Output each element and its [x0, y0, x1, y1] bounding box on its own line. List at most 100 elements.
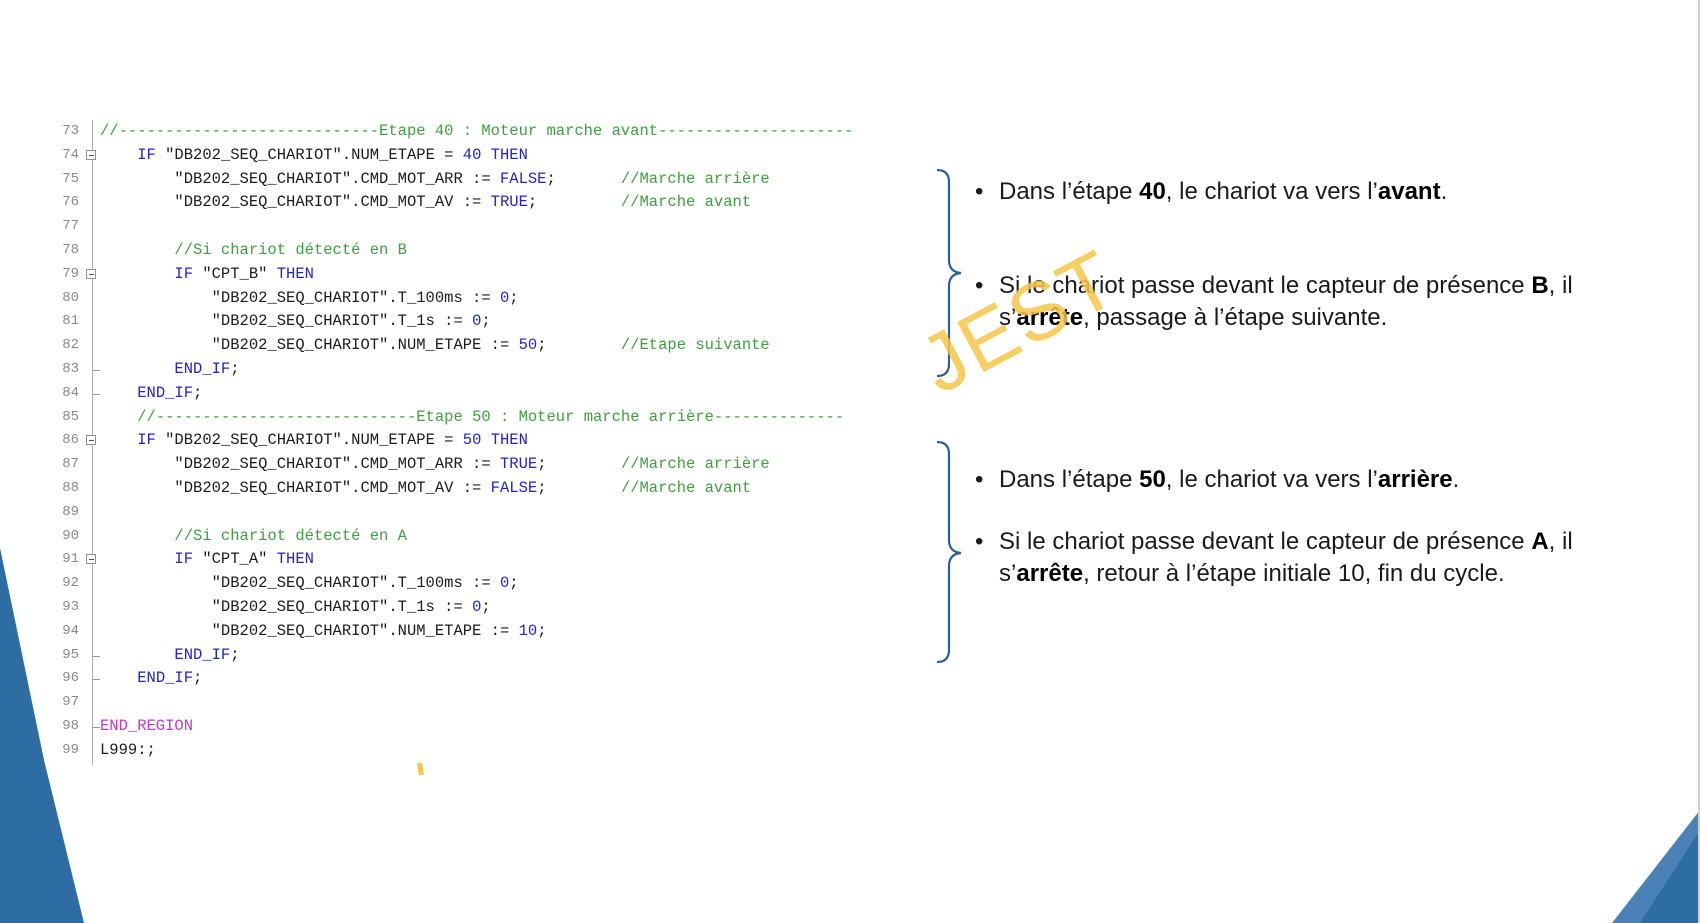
- line-number: 73: [62, 123, 79, 139]
- fold-end-marker: [92, 358, 100, 371]
- line-number: 98: [62, 718, 79, 734]
- line-number: 78: [62, 242, 79, 258]
- bullet-run: .: [1452, 466, 1460, 493]
- code-token: [100, 384, 137, 402]
- code-token: IF: [174, 264, 194, 283]
- code-token: FALSE: [490, 479, 538, 497]
- code-token: "DB202_SEQ_CHARIOT".T_100ms :=: [100, 574, 500, 593]
- code-token: 0: [472, 312, 482, 331]
- code-text: END_IF;: [100, 667, 202, 691]
- line-number: 82: [62, 337, 79, 354]
- bullet-run: , passage à l’étape suivante.: [1083, 304, 1388, 331]
- code-line: 74 IF "DB202_SEQ_CHARIOT".NUM_ETAPE = 40…: [45, 144, 925, 168]
- code-line: 87 "DB202_SEQ_CHARIOT".CMD_MOT_ARR := TR…: [45, 453, 925, 477]
- code-token: ;: [546, 169, 621, 188]
- code-token: "DB202_SEQ_CHARIOT".CMD_MOT_AV :=: [100, 193, 491, 212]
- bullet-glyph: •: [975, 178, 984, 205]
- code-token: "DB202_SEQ_CHARIOT".NUM_ETAPE =: [155, 431, 463, 450]
- fold-end-marker: [92, 715, 100, 728]
- line-number: 83: [62, 361, 79, 377]
- bullet-emphasis: arrête: [1016, 304, 1084, 331]
- code-token: "DB202_SEQ_CHARIOT".NUM_ETAPE :=: [100, 621, 519, 640]
- code-text: "DB202_SEQ_CHARIOT".NUM_ETAPE := 10;: [100, 620, 547, 644]
- code-token: "DB202_SEQ_CHARIOT".NUM_ETAPE :=: [100, 336, 519, 355]
- code-token: 0: [499, 574, 510, 593]
- bullet-text: Dans l’étape 40, le chariot va vers l’av…: [999, 176, 1659, 208]
- fold-toggle-icon[interactable]: [86, 435, 96, 446]
- bullet-emphasis: A: [1531, 528, 1549, 555]
- line-number: 91: [62, 551, 79, 568]
- code-line: 81 "DB202_SEQ_CHARIOT".T_1s := 0;: [45, 310, 925, 334]
- code-token: [100, 265, 174, 283]
- code-token: "DB202_SEQ_CHARIOT".T_1s :=: [100, 312, 473, 331]
- code-text: END_REGION: [100, 715, 193, 739]
- code-token: THEN: [276, 550, 314, 569]
- line-number: 79: [62, 265, 79, 282]
- code-token: END_IF: [174, 645, 231, 664]
- code-text: //Si chariot détecté en A: [100, 525, 407, 549]
- line-number: 84: [62, 384, 79, 401]
- line-number: 88: [62, 480, 79, 496]
- code-token: //Si chariot détecté en B: [174, 241, 407, 259]
- code-line: 92 "DB202_SEQ_CHARIOT".T_100ms := 0;: [45, 572, 925, 596]
- bullet-run: , il s’: [999, 272, 1573, 331]
- line-number: 93: [62, 599, 79, 615]
- code-token: //Marche avant: [620, 479, 752, 497]
- fold-toggle-icon[interactable]: [86, 149, 96, 160]
- fold-end-marker: [92, 667, 100, 681]
- fold-toggle-icon[interactable]: [86, 268, 96, 279]
- code-text: "DB202_SEQ_CHARIOT".T_1s := 0;: [100, 596, 491, 620]
- line-number: 80: [62, 289, 79, 306]
- line-number: 90: [62, 527, 79, 544]
- code-line: 94 "DB202_SEQ_CHARIOT".NUM_ETAPE := 10;: [45, 620, 925, 644]
- code-token: ;: [230, 360, 240, 378]
- code-token: 0: [499, 288, 510, 307]
- code-text: "DB202_SEQ_CHARIOT".T_100ms := 0;: [100, 287, 519, 311]
- bullet-run: Si le chariot passe devant le capteur de…: [999, 272, 1532, 299]
- code-token: THEN: [276, 264, 314, 283]
- code-token: [100, 646, 174, 664]
- bullet-text: Dans l’étape 50, le chariot va vers l’ar…: [999, 464, 1659, 496]
- fold-end-marker: [92, 382, 100, 395]
- code-token: 0: [472, 598, 482, 616]
- line-number: 96: [62, 670, 79, 687]
- code-line: 80 "DB202_SEQ_CHARIOT".T_100ms := 0;: [45, 287, 925, 311]
- fold-toggle-icon[interactable]: [86, 554, 96, 565]
- bullet-emphasis: arrière: [1377, 466, 1453, 493]
- code-line: 82 "DB202_SEQ_CHARIOT".NUM_ETAPE := 50; …: [45, 334, 925, 358]
- code-line: 93 "DB202_SEQ_CHARIOT".T_1s := 0;: [45, 596, 925, 620]
- code-token: ;: [193, 669, 203, 688]
- bullet-text: Si le chariot passe devant le capteur de…: [999, 270, 1659, 334]
- code-text: L999:;: [100, 739, 156, 763]
- code-token: 10: [518, 621, 538, 640]
- line-number: 87: [62, 456, 79, 473]
- code-token: [100, 146, 137, 164]
- code-line: 78 //Si chariot détecté en B: [45, 239, 925, 263]
- code-token: //----------------------------Etape 40 :…: [100, 122, 854, 140]
- bullet-run: , retour à l’étape initiale 10, fin du c…: [1083, 560, 1505, 587]
- bullet-emphasis: avant: [1377, 178, 1441, 205]
- bullet-run: Si le chariot passe devant le capteur de…: [999, 528, 1532, 555]
- code-line: 79 IF "CPT_B" THEN: [45, 263, 925, 287]
- code-token: "CPT_A": [193, 550, 277, 569]
- code-line: 73 //----------------------------Etape 40…: [45, 120, 925, 144]
- code-text: "DB202_SEQ_CHARIOT".CMD_MOT_AV := FALSE;…: [100, 477, 751, 501]
- line-number: 85: [62, 408, 79, 425]
- code-token: IF: [137, 431, 156, 450]
- code-token: ;: [509, 288, 519, 307]
- right-edge-line: [1698, 0, 1700, 923]
- code-token: END_IF: [137, 383, 194, 402]
- bullet-emphasis: arrête: [1016, 560, 1084, 587]
- code-token: ;: [537, 621, 547, 640]
- code-token: L999:;: [100, 740, 156, 759]
- code-line: 86 IF "DB202_SEQ_CHARIOT".NUM_ETAPE = 50…: [45, 429, 925, 453]
- code-token: 40: [462, 145, 482, 164]
- line-number: 81: [62, 313, 79, 330]
- code-text: END_IF;: [100, 382, 202, 406]
- code-token: "DB202_SEQ_CHARIOT".T_100ms :=: [100, 288, 500, 307]
- code-line: 98 END_REGION: [45, 715, 925, 739]
- brace-etape-50: [936, 440, 962, 664]
